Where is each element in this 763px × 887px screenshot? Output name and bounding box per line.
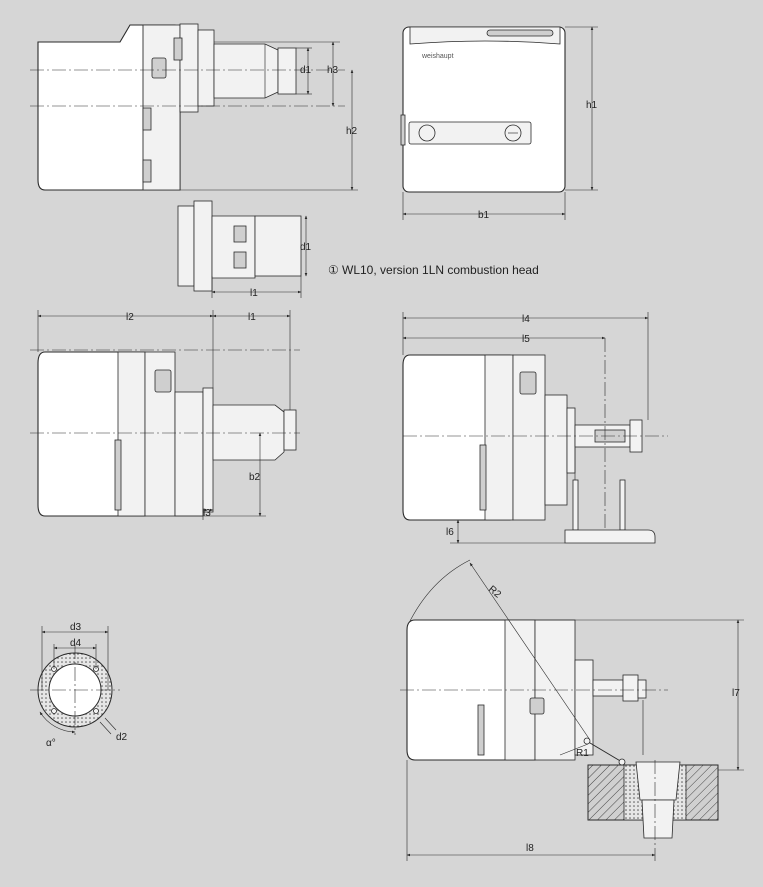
dim-label-R1: R1: [576, 748, 589, 759]
dim-label-l2: l2: [126, 312, 134, 323]
dim-label-l3: l3: [203, 508, 211, 519]
dim-label-b2: b2: [249, 472, 261, 483]
installation-view: [400, 559, 744, 861]
dim-label-h1: h1: [586, 100, 598, 111]
dim-label-d1-head: d1: [300, 242, 312, 253]
brand-label: weishaupt: [421, 53, 454, 60]
dim-label-b1: b1: [478, 210, 490, 221]
dim-label-l5: l5: [522, 334, 530, 345]
note-marker: ①: [328, 263, 339, 277]
dim-label-h2: h2: [346, 126, 358, 137]
dim-label-d3: d3: [70, 622, 82, 633]
dim-label-l1-head: l1: [250, 288, 258, 299]
dim-label-R2: R2: [486, 584, 503, 601]
dim-label-l4: l4: [522, 314, 530, 325]
dim-label-l1: l1: [248, 312, 256, 323]
dim-label-alpha: α°: [46, 738, 56, 749]
dim-label-d1-top: d1: [300, 65, 312, 76]
dim-label-l6: l6: [446, 527, 454, 538]
combustion-head-1ln: [177, 200, 308, 298]
note-text: WL10, version 1LN combustion head: [342, 263, 539, 277]
dim-label-d2: d2: [116, 732, 128, 743]
side-view-service: [402, 312, 668, 544]
dim-label-l7: l7: [732, 688, 740, 699]
front-view: [400, 26, 598, 220]
side-view-middle: [30, 310, 300, 520]
dim-label-l8: l8: [526, 843, 534, 854]
dim-label-d4: d4: [70, 638, 82, 649]
dim-label-h3: h3: [327, 65, 339, 76]
side-view-top: [30, 23, 358, 191]
flange-hole-pattern: [30, 626, 120, 735]
